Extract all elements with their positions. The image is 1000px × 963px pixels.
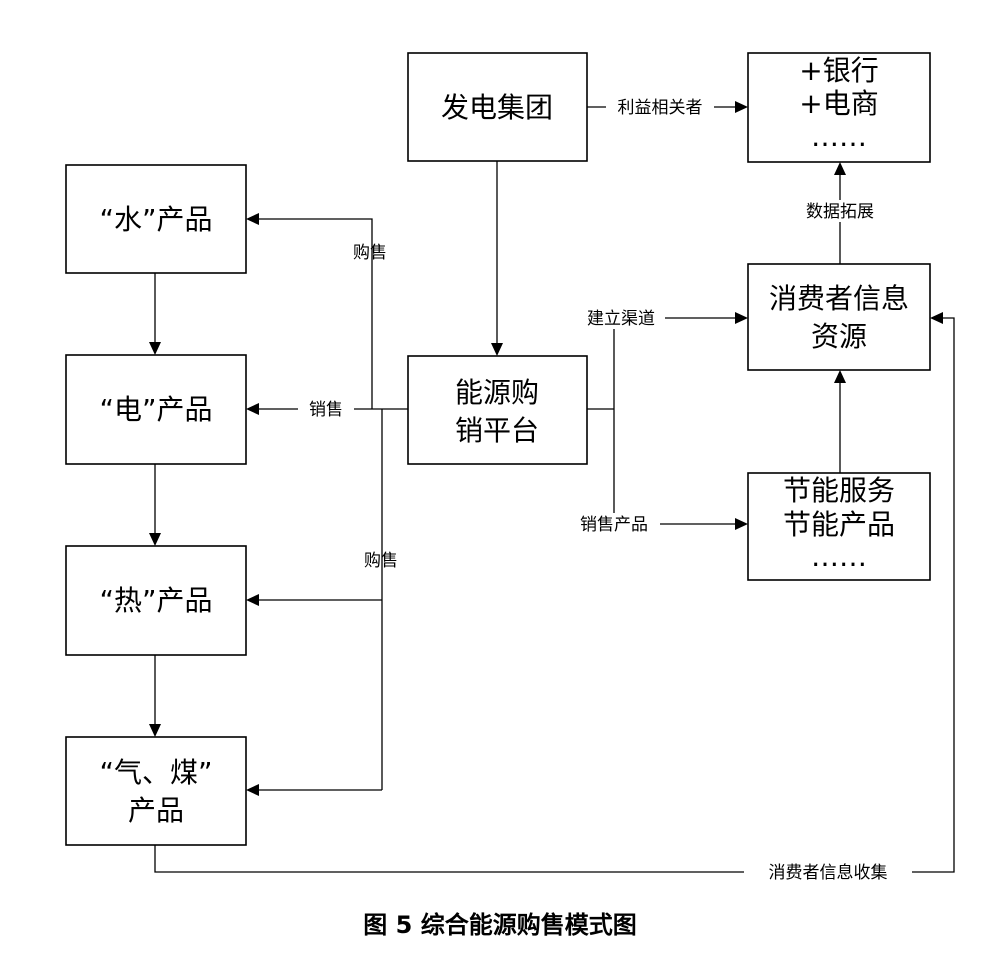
arrow-water-right bbox=[246, 213, 259, 225]
platform-line-2: 销平台 bbox=[455, 414, 539, 447]
label-purchase-bottom: 购售 bbox=[364, 551, 398, 571]
stakeholder-line-2: +电商 bbox=[799, 87, 878, 120]
box-power-group bbox=[407, 52, 588, 162]
arrow-heat-right bbox=[246, 594, 259, 606]
box-water bbox=[65, 164, 247, 274]
label-stakeholder: 利益相关者 bbox=[618, 98, 703, 118]
figure-caption: 图 5 综合能源购售模式图 bbox=[363, 911, 636, 939]
energy-services-line-1: 节能服务 bbox=[783, 474, 895, 507]
arrow-consumer-bottom bbox=[834, 370, 846, 383]
stakeholder-line-1: +银行 bbox=[799, 54, 878, 87]
energy-services-line-3: …… bbox=[811, 540, 867, 573]
gas-coal-line-1: “气、煤” bbox=[99, 756, 212, 789]
label-data-expand: 数据拓展 bbox=[806, 202, 874, 222]
energy-services-line-2: 节能产品 bbox=[783, 508, 895, 541]
label-sales: 销售 bbox=[309, 400, 343, 420]
arrow-electricity-top bbox=[149, 342, 161, 355]
arrow-gascoal-top bbox=[149, 724, 161, 737]
water-label: “水”产品 bbox=[99, 203, 212, 236]
label-purchase-top: 购售 bbox=[353, 243, 387, 263]
box-platform bbox=[407, 355, 588, 465]
edge-platform-to-water bbox=[258, 218, 373, 409]
box-gas-coal bbox=[65, 736, 247, 846]
edge-labels: 利益相关者 数据拓展 购售 销售 购售 建立渠道 销售产品 消费者信息收集 bbox=[309, 98, 888, 883]
gas-coal-line-2: 产品 bbox=[128, 794, 184, 827]
label-build-channel: 建立渠道 bbox=[587, 309, 655, 329]
power-group-label: 发电集团 bbox=[441, 91, 553, 124]
edge-label-backgrounds bbox=[298, 96, 912, 883]
arrow-consumer-right bbox=[930, 312, 943, 324]
arrow-stakeholder-bottom bbox=[834, 162, 846, 175]
box-stakeholders bbox=[747, 52, 931, 163]
box-consumer-info bbox=[747, 263, 931, 371]
stakeholder-line-3: …… bbox=[811, 120, 867, 153]
arrow-electricity-right bbox=[246, 403, 259, 415]
node-labels: 发电集团 +银行 +电商 …… “水”产品 “电”产品 “热”产品 “气、煤” … bbox=[99, 54, 909, 827]
consumer-info-line-1: 消费者信息 bbox=[769, 282, 909, 315]
arrow-heat-top bbox=[149, 533, 161, 546]
platform-line-1: 能源购 bbox=[455, 376, 539, 409]
arrow-consumer-left bbox=[735, 312, 748, 324]
consumer-info-line-2: 资源 bbox=[811, 320, 867, 353]
connectors bbox=[154, 106, 955, 873]
heat-label: “热”产品 bbox=[99, 584, 212, 617]
arrow-platform-top bbox=[491, 343, 503, 356]
edge-gascoal-to-consumer bbox=[154, 317, 955, 873]
label-collect-info: 消费者信息收集 bbox=[769, 863, 888, 883]
box-heat bbox=[65, 545, 247, 656]
box-electricity bbox=[65, 354, 247, 465]
arrowheads bbox=[149, 101, 943, 796]
arrow-services-left bbox=[735, 518, 748, 530]
nodes bbox=[65, 52, 931, 846]
label-sell-products: 销售产品 bbox=[580, 515, 648, 535]
arrow-stakeholder bbox=[735, 101, 748, 113]
electricity-label: “电”产品 bbox=[99, 393, 212, 426]
box-energy-services bbox=[747, 472, 931, 581]
arrow-gascoal-right bbox=[246, 784, 259, 796]
